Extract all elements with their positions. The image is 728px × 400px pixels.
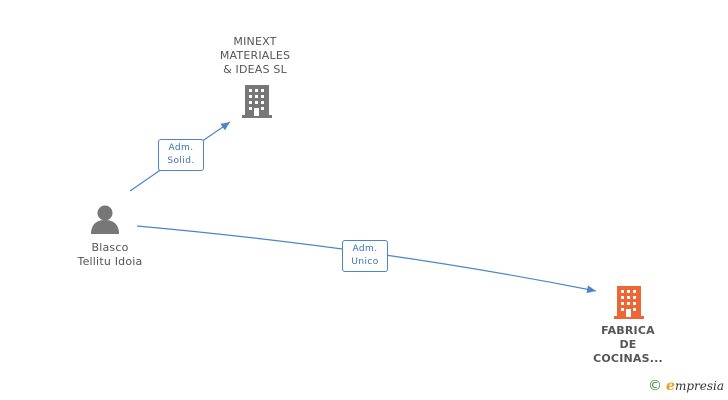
node-label-fabrica[interactable]: FABRICA DE COCINAS... (593, 324, 663, 365)
edge-label-adm-solid: Adm. Solid. (158, 139, 204, 171)
person-icon[interactable] (91, 205, 119, 235)
footer-brand: © empresia (648, 378, 724, 394)
node-label-blasco[interactable]: Blasco Tellitu Idoia (77, 241, 143, 268)
brand-initial: e (666, 378, 675, 394)
brand-rest: mpresia (674, 379, 724, 393)
brand-name[interactable]: empresia (666, 378, 724, 394)
copyright-icon: © (648, 378, 663, 394)
edge-label-adm-unico: Adm. Unico (342, 240, 388, 272)
building-icon[interactable] (614, 286, 644, 319)
building-icon[interactable] (242, 85, 272, 118)
node-label-minext[interactable]: MINEXT MATERIALES & IDEAS SL (219, 35, 291, 76)
